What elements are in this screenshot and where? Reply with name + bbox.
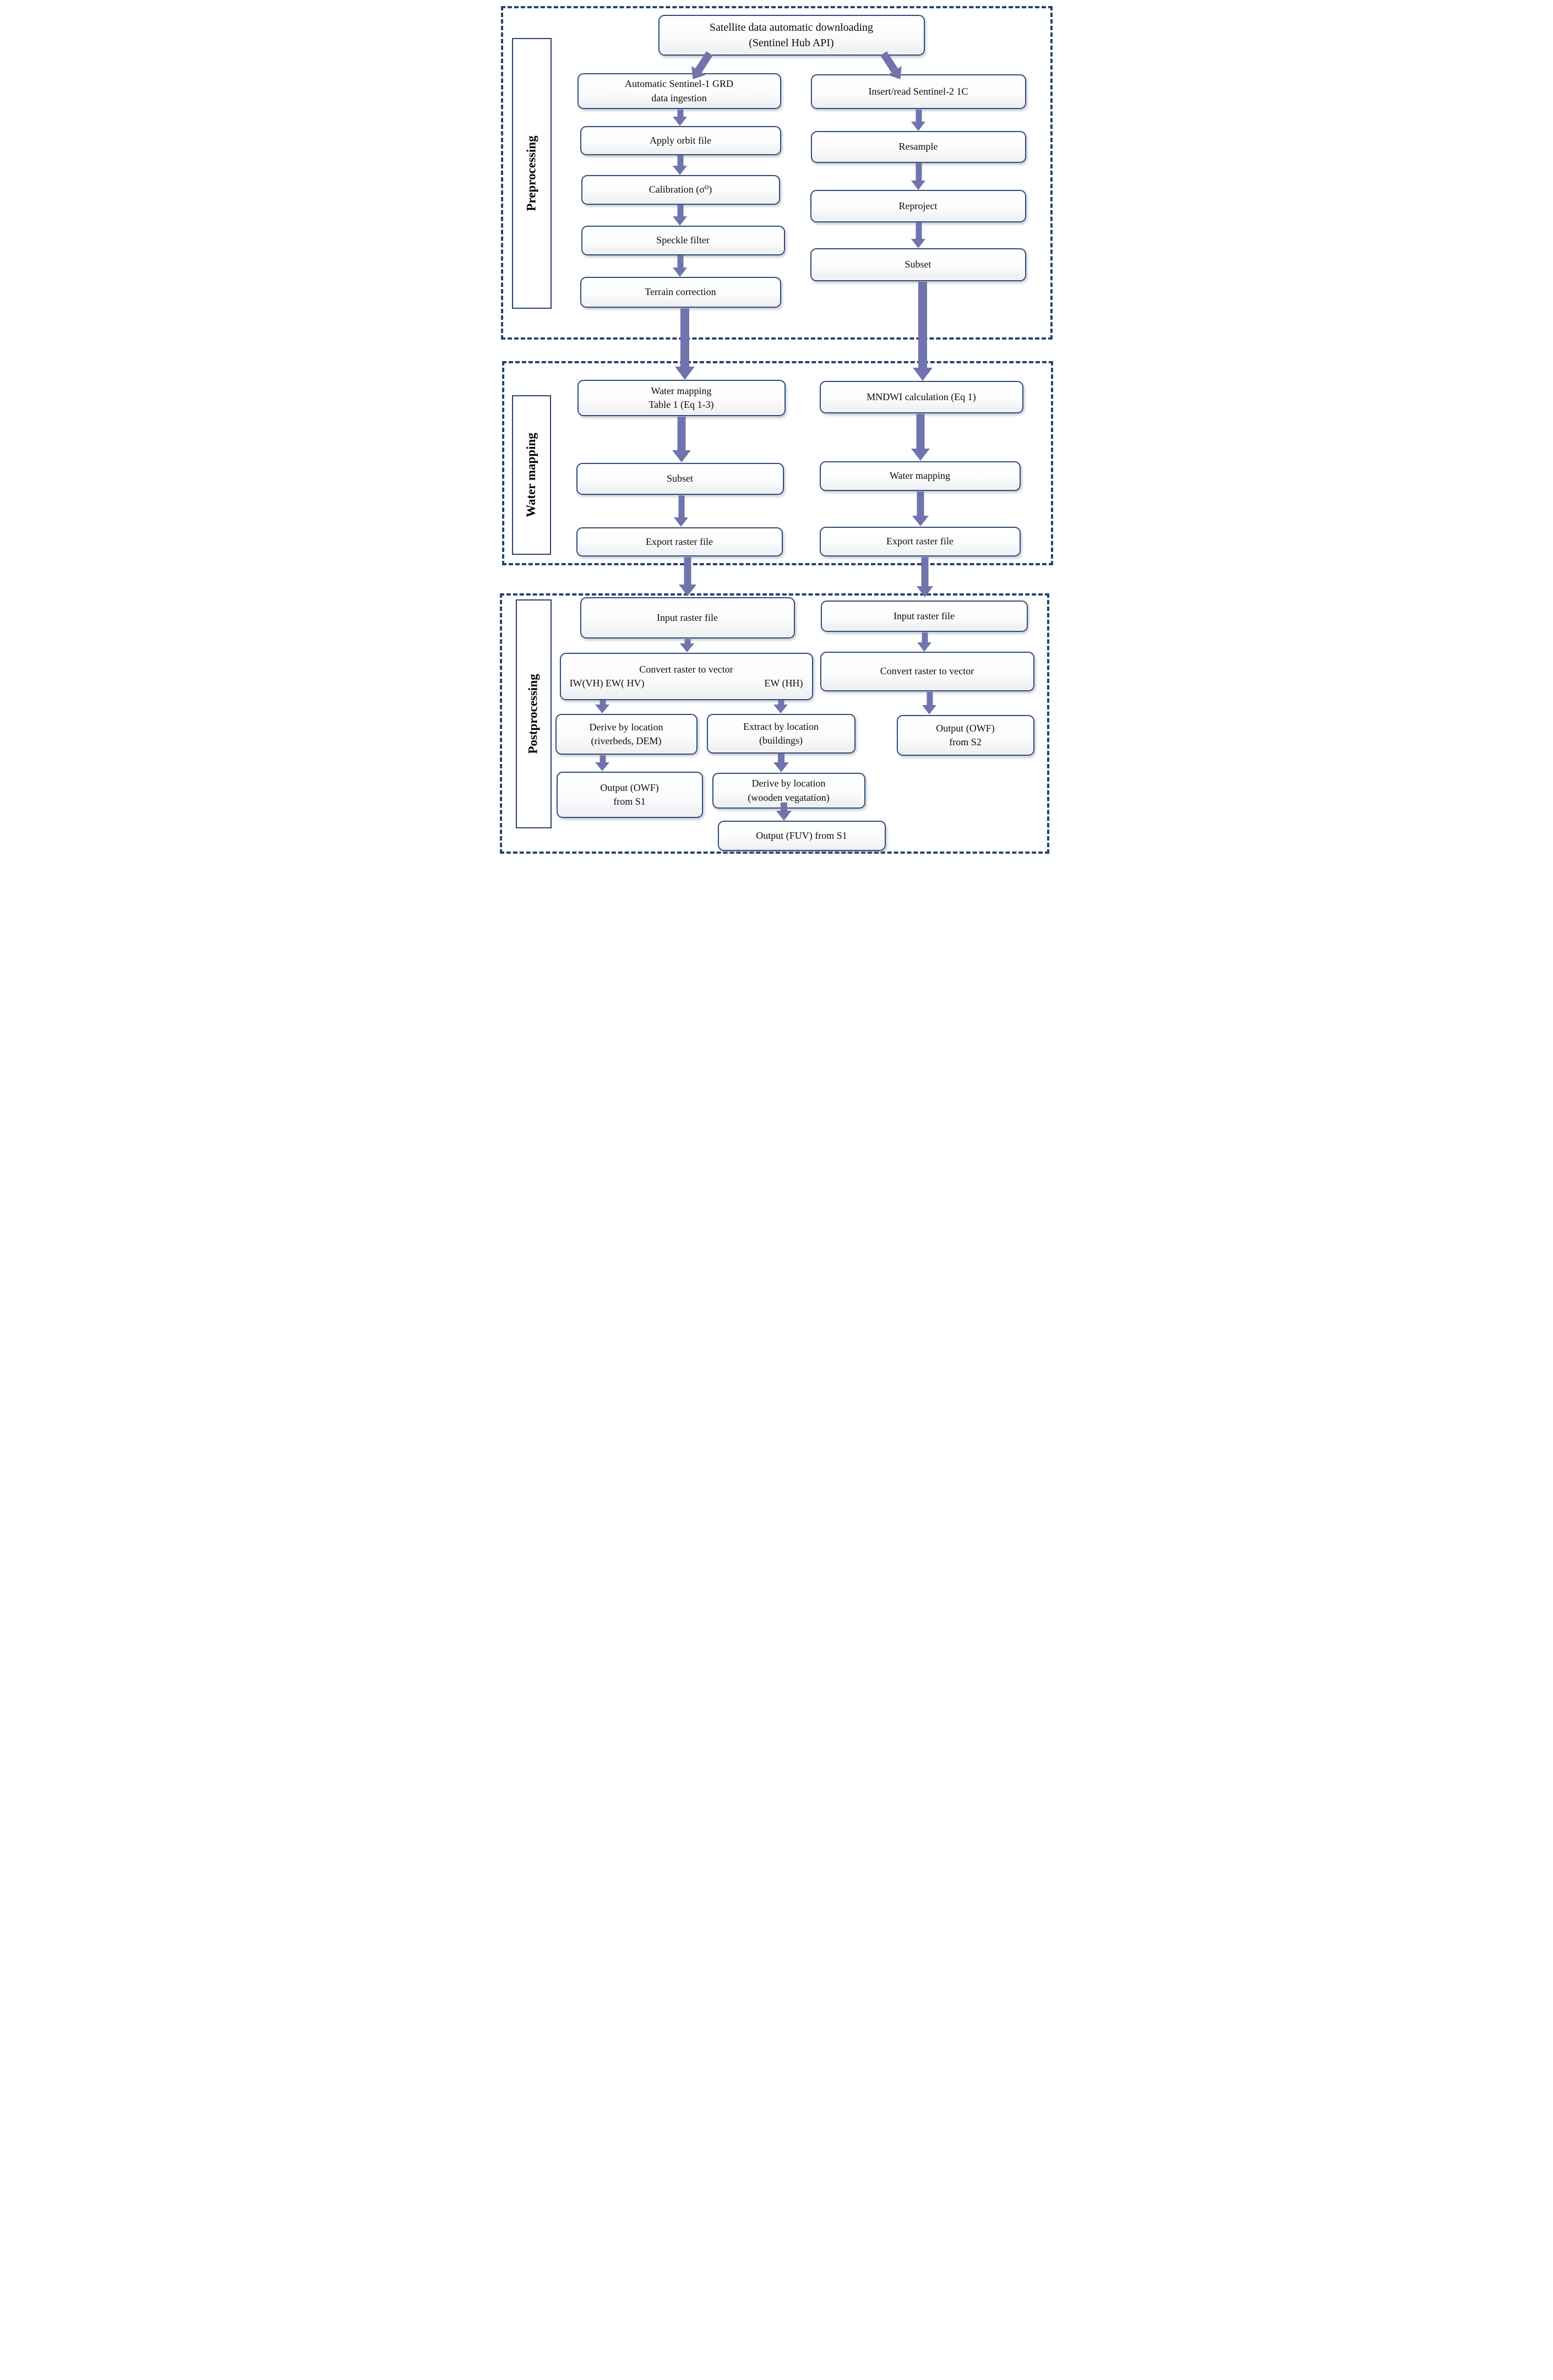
convert-mode-right: EW (HH): [764, 678, 803, 689]
node-subset-s2: Subset: [810, 248, 1026, 281]
flowchart: Preprocessing Water mapping Postprocessi…: [494, 0, 1059, 864]
flow-arrow: [595, 755, 610, 771]
node-export-raster-s1: Export raster file: [576, 527, 783, 556]
section-frame-water-mapping: [502, 361, 1053, 565]
flow-arrow: [912, 282, 933, 381]
flow-arrow: [912, 492, 929, 526]
flow-arrow: [674, 308, 695, 380]
node-calibration: Calibration (σ⁰): [581, 175, 780, 205]
flow-arrow: [911, 222, 926, 248]
section-label-preprocessing: Preprocessing: [511, 38, 552, 309]
flow-arrow: [917, 632, 932, 652]
convert-title: Convert raster to vector: [639, 663, 733, 675]
node-s1-ingestion: Automatic Sentinel-1 GRD data ingestion: [577, 73, 781, 109]
flow-arrow: [674, 495, 689, 527]
flow-arrow: [672, 417, 691, 462]
node-derive-wooden: Derive by location (wooden vegatation): [712, 773, 865, 809]
flow-arrow: [678, 557, 696, 596]
node-satellite-download: Satellite data automatic downloading (Se…: [658, 15, 925, 56]
node-convert-raster-s2: Convert raster to vector: [820, 652, 1034, 691]
flow-arrow: [776, 803, 792, 821]
flow-arrow: [673, 255, 688, 277]
node-resample: Resample: [810, 131, 1026, 163]
flow-arrow: [911, 110, 926, 131]
node-export-raster-s2: Export raster file: [819, 527, 1021, 556]
flow-arrow: [911, 414, 930, 461]
node-speckle-filter: Speckle filter: [581, 226, 785, 255]
flow-arrow: [595, 700, 610, 713]
section-label-text: Water mapping: [524, 433, 538, 517]
section-frame-postprocessing: [499, 593, 1049, 854]
flow-arrow: [673, 110, 688, 126]
flow-arrow: [680, 639, 695, 652]
node-mndwi: MNDWI calculation (Eq 1): [819, 381, 1023, 413]
section-label-water-mapping: Water mapping: [511, 395, 551, 555]
node-s2-insert: Insert/read Sentinel-2 1C: [810, 74, 1026, 109]
section-label-text: Postprocessing: [526, 674, 540, 754]
node-terrain-correction: Terrain correction: [580, 277, 781, 308]
node-water-mapping-table: Water mapping Table 1 (Eq 1-3): [577, 380, 786, 416]
convert-mode-left: IW(VH) EW( HV): [569, 678, 645, 689]
node-apply-orbit: Apply orbit file: [580, 126, 781, 155]
flow-arrow: [773, 700, 788, 713]
node-output-owf-s2: Output (OWF) from S2: [896, 715, 1034, 756]
node-extract-buildings: Extract by location (buildings): [706, 714, 855, 754]
node-input-raster-s1: Input raster file: [580, 597, 795, 638]
flow-arrow: [773, 754, 789, 772]
flow-arrow: [673, 205, 688, 226]
node-water-mapping-s2: Water mapping: [819, 461, 1021, 491]
node-output-fuv-s1: Output (FUV) from S1: [717, 821, 886, 851]
section-frame-preprocessing: [500, 6, 1053, 340]
flow-arrow: [922, 692, 937, 714]
flow-arrow: [673, 155, 688, 175]
node-input-raster-s2: Input raster file: [820, 601, 1028, 632]
flow-arrow: [911, 163, 926, 190]
node-output-owf-s1: Output (OWF) from S1: [556, 772, 703, 818]
node-subset-s1: Subset: [576, 463, 784, 495]
node-reproject: Reproject: [810, 190, 1026, 222]
node-convert-raster-s1: Convert raster to vector IW(VH) EW( HV) …: [559, 653, 813, 700]
section-label-text: Preprocessing: [524, 135, 538, 211]
section-label-postprocessing: Postprocessing: [515, 599, 552, 828]
flow-arrow: [916, 557, 933, 597]
node-derive-riverbeds: Derive by location (riverbeds, DEM): [555, 714, 698, 755]
